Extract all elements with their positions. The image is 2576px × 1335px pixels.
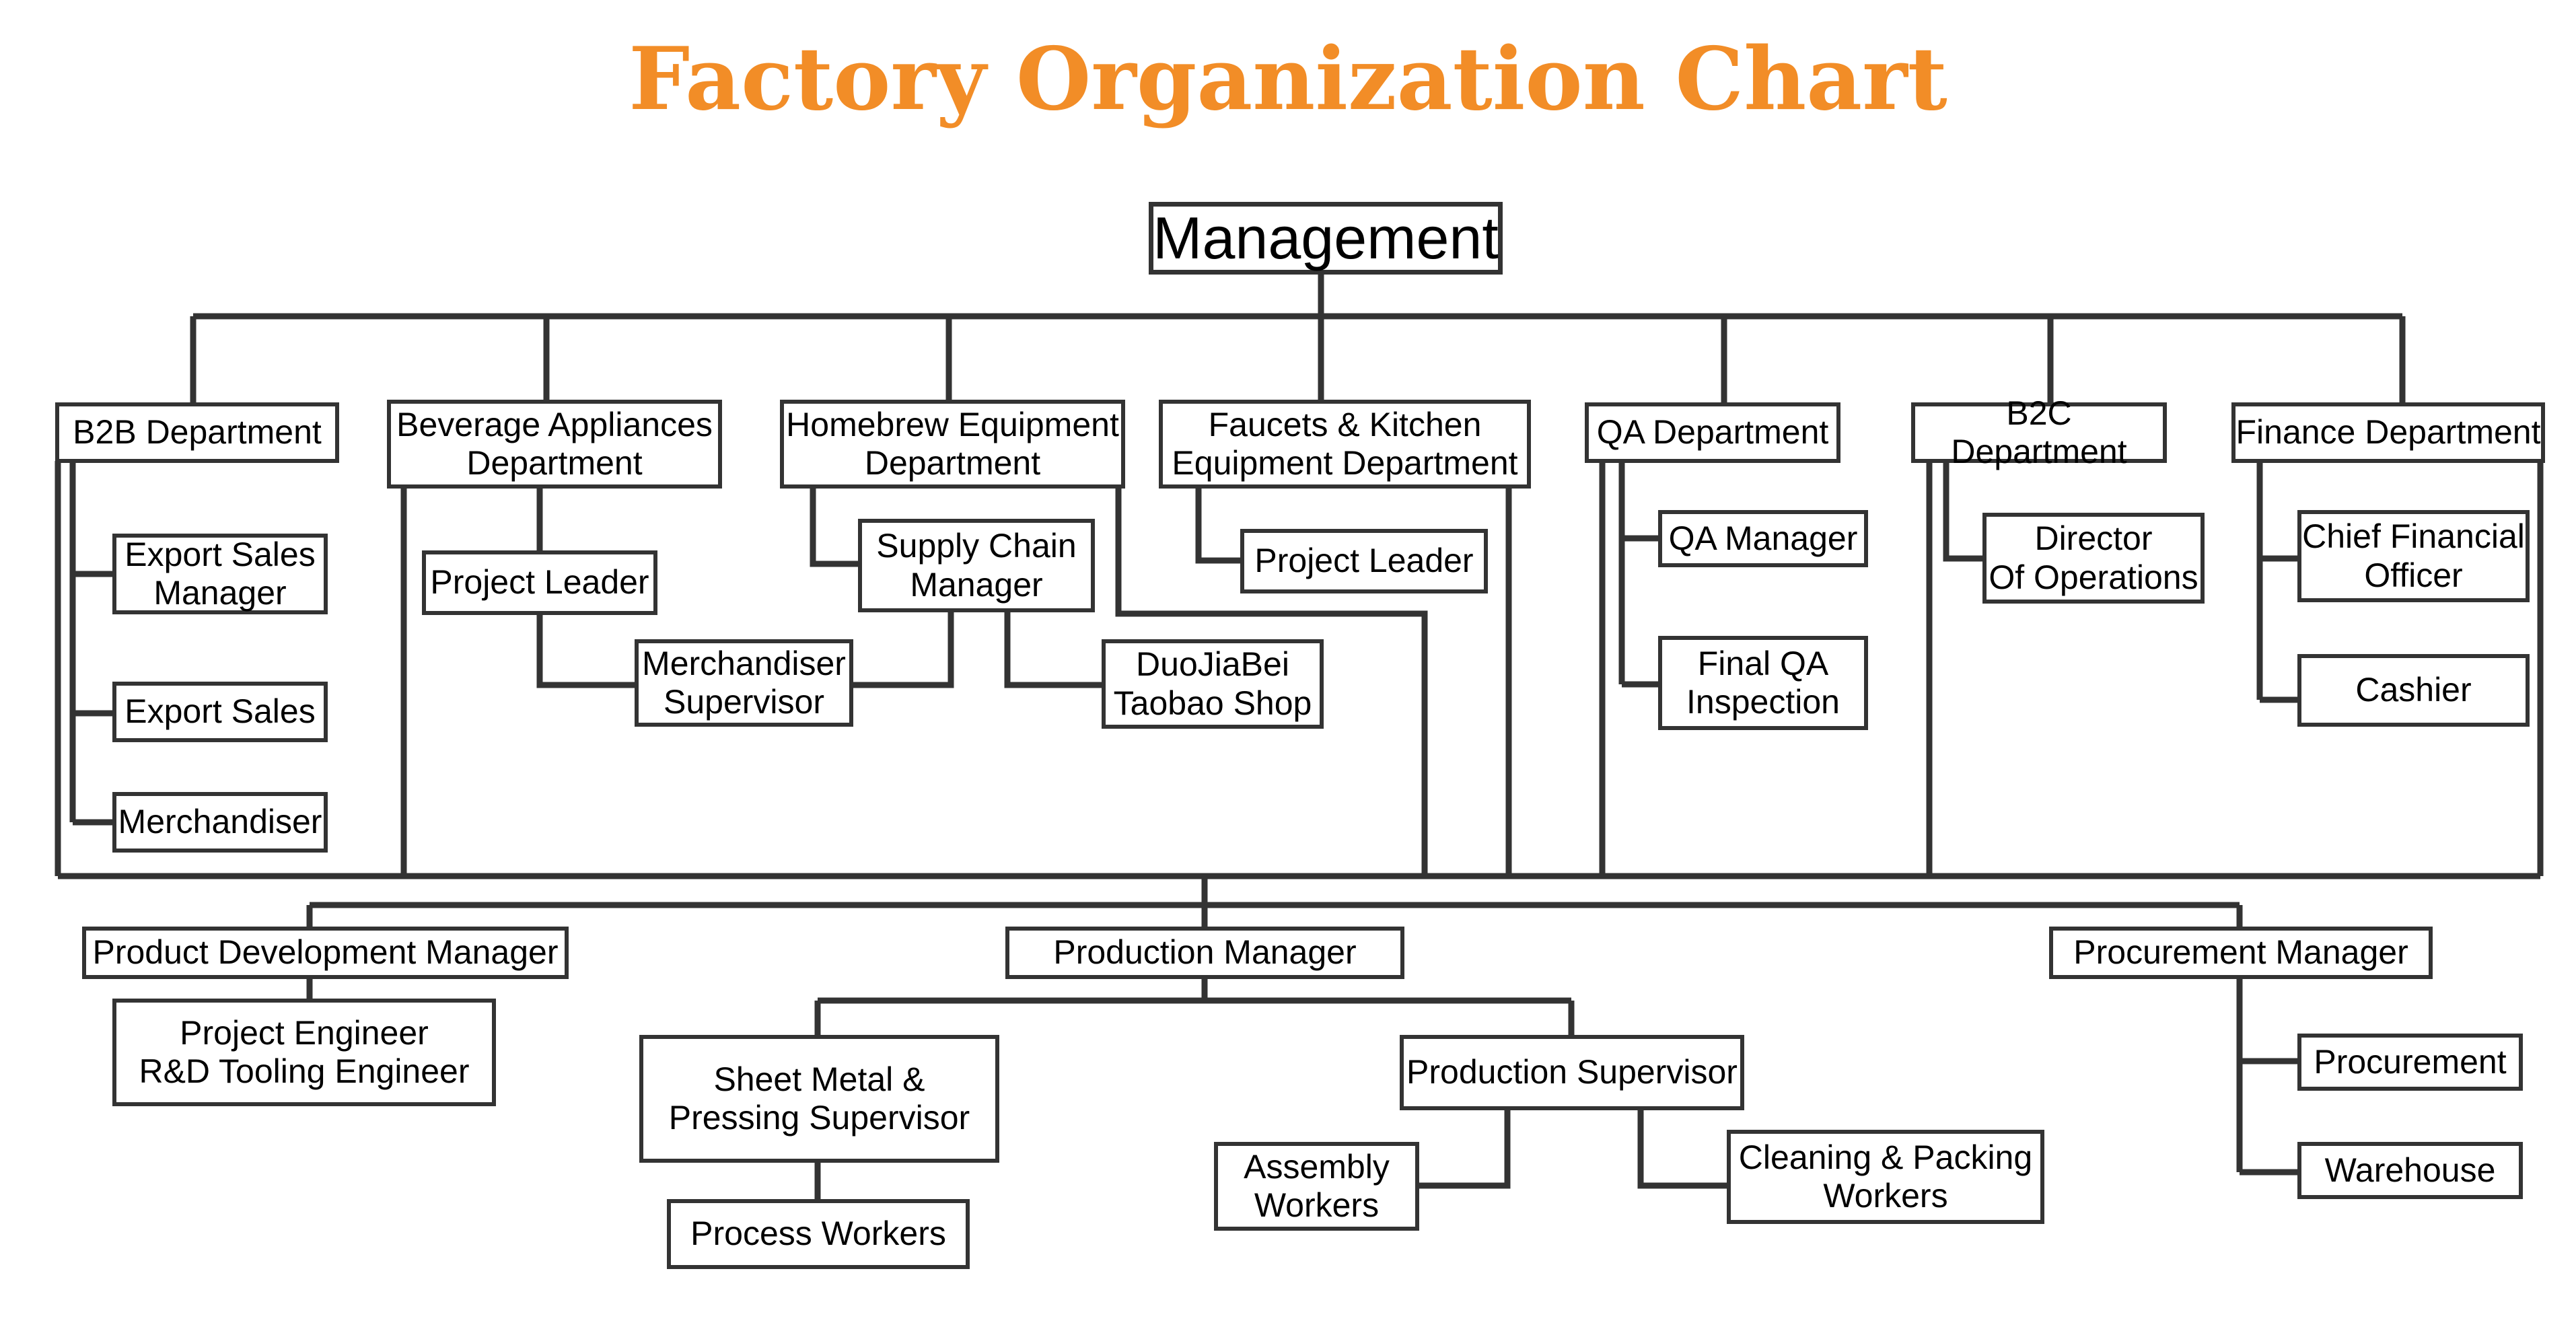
node-management: Management (1149, 202, 1503, 275)
node-duojiabei-taobao-shop: DuoJiaBei Taobao Shop (1102, 639, 1324, 729)
node-finance-department: Finance Department (2231, 402, 2545, 463)
node-merchandiser: Merchandiser (112, 792, 328, 853)
connector (1004, 611, 1104, 688)
chart-title: Factory Organization Chart (629, 29, 1947, 130)
node-cashier: Cashier (2297, 654, 2530, 727)
connector (536, 614, 638, 688)
connector (853, 611, 954, 688)
node-faucets-department: Faucets & Kitchen Equipment Department (1159, 400, 1531, 489)
connector (1417, 1108, 1511, 1189)
node-director-of-operations: Director Of Operations (1982, 513, 2205, 604)
node-homebrew-department: Homebrew Equipment Department (780, 400, 1125, 489)
node-production-supervisor: Production Supervisor (1400, 1035, 1744, 1110)
connector (810, 488, 860, 567)
node-merchandiser-supervisor: Merchandiser Supervisor (635, 639, 853, 727)
node-process-workers: Process Workers (667, 1199, 970, 1269)
node-faucet-project-leader: Project Leader (1240, 529, 1488, 593)
node-cleaning-packing-workers: Cleaning & Packing Workers (1727, 1130, 2044, 1224)
node-production-manager: Production Manager (1005, 927, 1404, 979)
connector (1943, 461, 1987, 562)
node-assembly-workers: Assembly Workers (1214, 1142, 1419, 1231)
connector (1115, 488, 1428, 876)
node-beverage-project-leader: Project Leader (422, 550, 657, 615)
node-export-sales-manager: Export Sales Manager (112, 534, 328, 614)
node-procurement-manager: Procurement Manager (2049, 927, 2433, 979)
node-supply-chain-manager: Supply Chain Manager (858, 519, 1095, 612)
connector (1637, 1108, 1729, 1189)
node-product-development-manager: Product Development Manager (82, 927, 569, 979)
node-final-qa-inspection: Final QA Inspection (1658, 636, 1868, 730)
node-beverage-department: Beverage Appliances Department (387, 400, 722, 489)
node-qa-manager: QA Manager (1658, 510, 1868, 567)
connector (1195, 488, 1244, 564)
node-sheet-metal-supervisor: Sheet Metal & Pressing Supervisor (639, 1035, 999, 1163)
node-procurement: Procurement (2297, 1034, 2523, 1091)
node-project-engineer: Project Engineer R&D Tooling Engineer (112, 999, 496, 1106)
node-warehouse: Warehouse (2297, 1142, 2523, 1199)
node-chief-financial-officer: Chief Financial Officer (2297, 510, 2530, 602)
node-b2c-department: B2C Department (1911, 394, 2167, 470)
node-export-sales: Export Sales (112, 682, 328, 742)
node-qa-department: QA Department (1585, 402, 1840, 463)
node-b2b-department: B2B Department (55, 402, 339, 463)
